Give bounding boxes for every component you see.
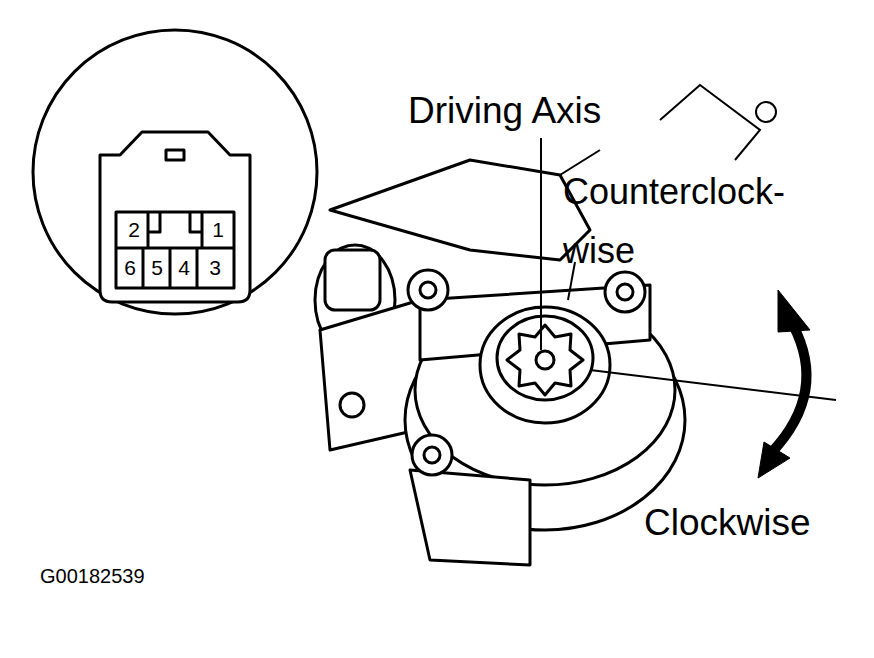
connector-housing [116, 248, 234, 288]
motor-body [480, 307, 610, 423]
rotation-arrow [758, 442, 790, 478]
pin-number: 1 [212, 218, 224, 242]
pin-number: 4 [178, 256, 190, 280]
rotation-label: Clockwise [644, 502, 811, 545]
connector-housing [116, 212, 234, 288]
drive-gear [507, 325, 583, 395]
connector-housing [148, 212, 202, 248]
leader-line [660, 85, 760, 160]
leader-line [541, 85, 836, 400]
mount-boss [605, 272, 645, 312]
mount-boss [617, 284, 633, 300]
mount-boss [412, 435, 452, 475]
connector-view-circle [33, 30, 317, 314]
rotation-arrow [778, 290, 810, 332]
mount-boss [340, 270, 645, 475]
drive-gear [507, 325, 583, 395]
motor-body [497, 316, 593, 400]
figure-id: G00182539 [40, 565, 145, 588]
motor-body [315, 160, 685, 565]
rotation-arrow [758, 290, 810, 478]
pin-number: 5 [151, 256, 163, 280]
motor-body [410, 470, 530, 565]
pin-number: 3 [209, 256, 221, 280]
part-label: Driving Axis [408, 90, 601, 133]
pin-number: 2 [128, 218, 140, 242]
motor-body [330, 160, 590, 260]
pin-number: 6 [124, 256, 136, 280]
mount-boss [408, 270, 448, 310]
rotation-arrow [772, 325, 806, 452]
connector-housing [166, 150, 184, 160]
mount-boss [420, 282, 436, 298]
connector-housing [100, 132, 250, 302]
mount-boss [424, 447, 440, 463]
rotation-label: Counterclock- wise [563, 162, 835, 281]
leader-line [540, 138, 542, 350]
connector-view-circle [33, 30, 317, 314]
connector-housing [100, 132, 250, 302]
drive-gear [536, 351, 554, 369]
mount-boss [340, 393, 364, 417]
motor-body [325, 250, 380, 310]
leader-line [756, 102, 776, 122]
